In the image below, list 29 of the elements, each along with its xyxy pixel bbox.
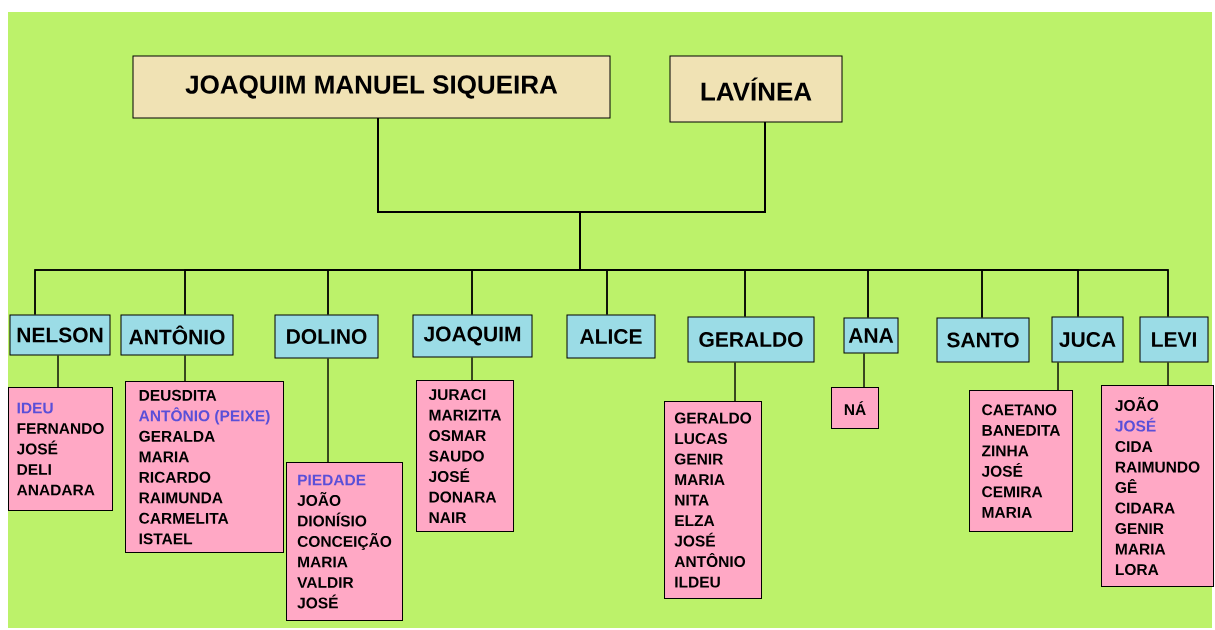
name-list-box: IDEU FERNANDO JOSÉ DELI ANADARA: [8, 387, 113, 511]
connector-line: [1057, 361, 1059, 391]
name-list-box: CAETANO BANEDITA ZINHA JOSÉ CEMIRA MARIA: [969, 390, 1073, 532]
name-box: JOAQUIM MANUEL SIQUEIRA: [132, 55, 611, 119]
name-list-box: DEUSDITA ANTÔNIO (PEIXE) GERALDA MARIA RICARDO RAIMUNDA CARMELITA ISTAEL: [125, 381, 284, 553]
name-box: GERALDO: [687, 316, 815, 363]
name-box: JOAQUIM: [412, 314, 533, 358]
name-box: LAVÍNEA: [669, 55, 843, 123]
connector-line: [579, 121, 1169, 318]
name-box: ANA: [843, 317, 899, 354]
connector-line: [184, 354, 186, 382]
connector-line: [327, 357, 329, 463]
name-list-box: PIEDADE JOÃO DIONÍSIO CONCEIÇÃO MARIA VALDIR JOSÉ: [286, 462, 403, 621]
name-box: ALICE: [566, 314, 656, 359]
connector-line: [471, 356, 473, 381]
connector-line: [734, 361, 736, 402]
name-list-box: GERALDO LUCAS GENIR MARIA NITA ELZA JOSÉ ANTÔNIO ILDEU: [664, 401, 762, 599]
connector-line: [57, 354, 59, 388]
name-box: JUCA: [1051, 316, 1124, 363]
connector-line: [1167, 361, 1169, 386]
name-box: NELSON: [9, 314, 111, 356]
name-box: SANTO: [936, 317, 1030, 363]
name-list-box: JURACI MARIZITA OSMAR SAUDO JOSÉ DONARA NAIR: [416, 380, 514, 532]
name-list-box: NÁ: [831, 387, 879, 429]
name-box: DOLINO: [274, 314, 379, 359]
connector-line: [863, 352, 865, 388]
name-box: ANTÔNIO: [120, 314, 234, 356]
name-box: LEVI: [1139, 316, 1209, 363]
name-list-box: JOÃO JOSÉ CIDA RAIMUNDO GÊ CIDARA GENIR MARIA LORA: [1101, 385, 1214, 587]
